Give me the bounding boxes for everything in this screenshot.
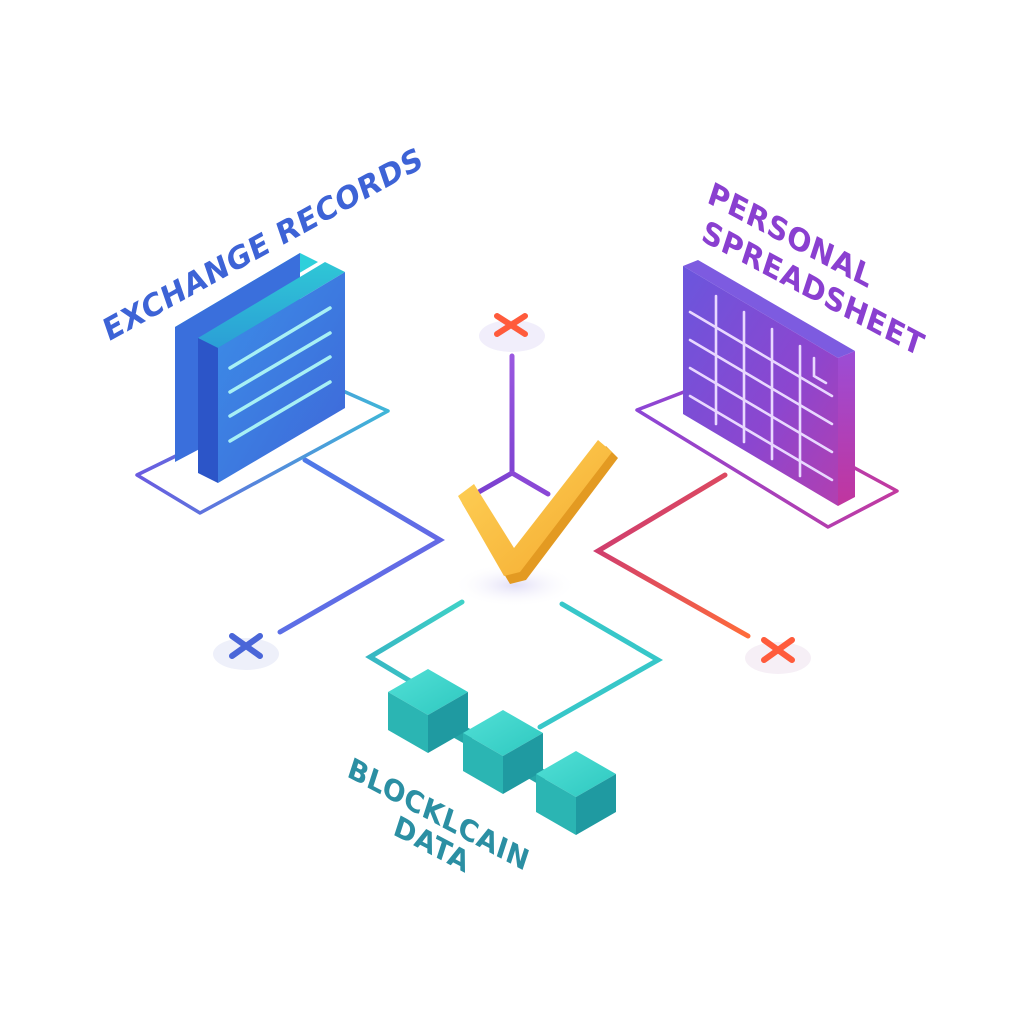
center-verification	[453, 440, 618, 607]
x-icon	[229, 633, 263, 659]
connector-spreadsheet-right	[593, 472, 751, 639]
spreadsheet-grid	[688, 294, 834, 482]
node-personal-spreadsheet: PERSONAL SPREADSHEET	[635, 176, 928, 529]
connector-blockchain-left	[365, 599, 465, 693]
spreadsheet-top	[683, 260, 855, 358]
check-shadow	[453, 563, 577, 607]
node-blockchain-data: BLOCKLCAIN DATA	[344, 669, 616, 880]
checkmark-icon	[458, 440, 618, 584]
connector-top-branch	[509, 470, 551, 497]
marker-left	[213, 633, 279, 670]
block-cube-1	[388, 669, 468, 753]
x-icon	[761, 637, 795, 663]
block-cube-3	[536, 751, 616, 835]
x-icon	[494, 313, 528, 337]
connector-blockchain-right	[537, 601, 664, 730]
connector-lines	[277, 353, 751, 730]
connector-exchange-left	[277, 457, 445, 635]
exchange-doc-front-top	[198, 262, 345, 348]
exchange-doc-lines	[228, 306, 332, 443]
spreadsheet-side	[838, 351, 855, 506]
marker-top	[479, 313, 545, 352]
node-exchange-records: EXCHANGE RECORDS	[99, 141, 427, 515]
connector-top	[467, 353, 515, 500]
exchange-doc-front-side	[198, 338, 218, 483]
marker-right	[745, 637, 811, 674]
block-cube-2	[463, 710, 543, 794]
